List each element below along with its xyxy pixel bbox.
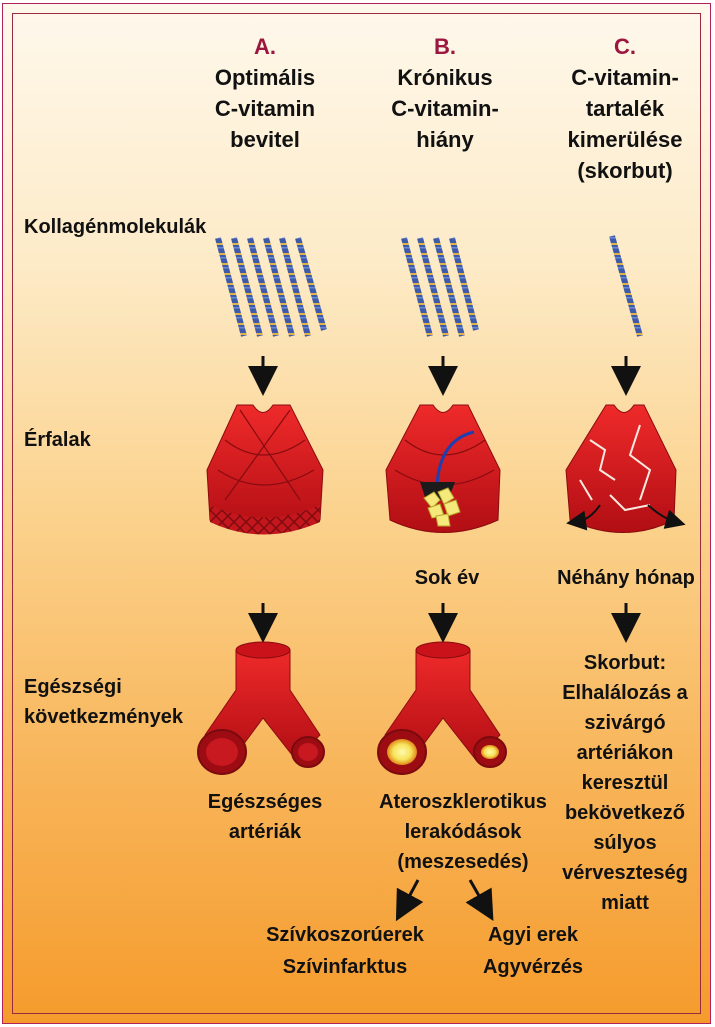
time-label-c: Néhány hónap [546, 563, 706, 593]
bottom-stroke-label: Agyvérzés [458, 952, 608, 982]
outcome-c-line5: bekövetkező [545, 798, 705, 828]
outcome-c-line8: miatt [545, 888, 705, 918]
arrow-to-brain [470, 880, 486, 908]
outcome-c-line7: vérveszteség [545, 858, 705, 888]
outcome-c-line4: keresztül [545, 768, 705, 798]
arrow-to-coronary [403, 880, 418, 908]
outcome-b-line2: lerakódások [368, 817, 558, 847]
vessel-wall-b [386, 405, 500, 533]
artery-a [198, 642, 324, 774]
outcome-b-line3: (meszesedés) [368, 847, 558, 877]
collagen-fibers-b [404, 238, 476, 336]
outcome-c-line2: szivárgó [545, 708, 705, 738]
vessel-wall-c [566, 405, 676, 533]
outcome-c-line3: artériákon [545, 738, 705, 768]
bottom-infarction-label: Szívinfarktus [245, 952, 445, 982]
artery-b [378, 642, 506, 774]
vessel-wall-a [207, 405, 323, 535]
outcome-a-line2: artériák [190, 817, 340, 847]
outcome-c-line1: Elhalálozás a [545, 678, 705, 708]
time-label-b: Sok év [392, 563, 502, 593]
outcome-b-line1: Ateroszklerotikus [368, 787, 558, 817]
outcome-c-title: Skorbut: [550, 648, 700, 678]
bottom-brain-label: Agyi erek [458, 920, 608, 950]
bottom-coronary-label: Szívkoszorúerek [245, 920, 445, 950]
collagen-fibers-c [612, 236, 640, 336]
collagen-fibers-a [218, 238, 324, 336]
outcome-a-line1: Egészséges [190, 787, 340, 817]
outcome-c-line6: súlyos [545, 828, 705, 858]
